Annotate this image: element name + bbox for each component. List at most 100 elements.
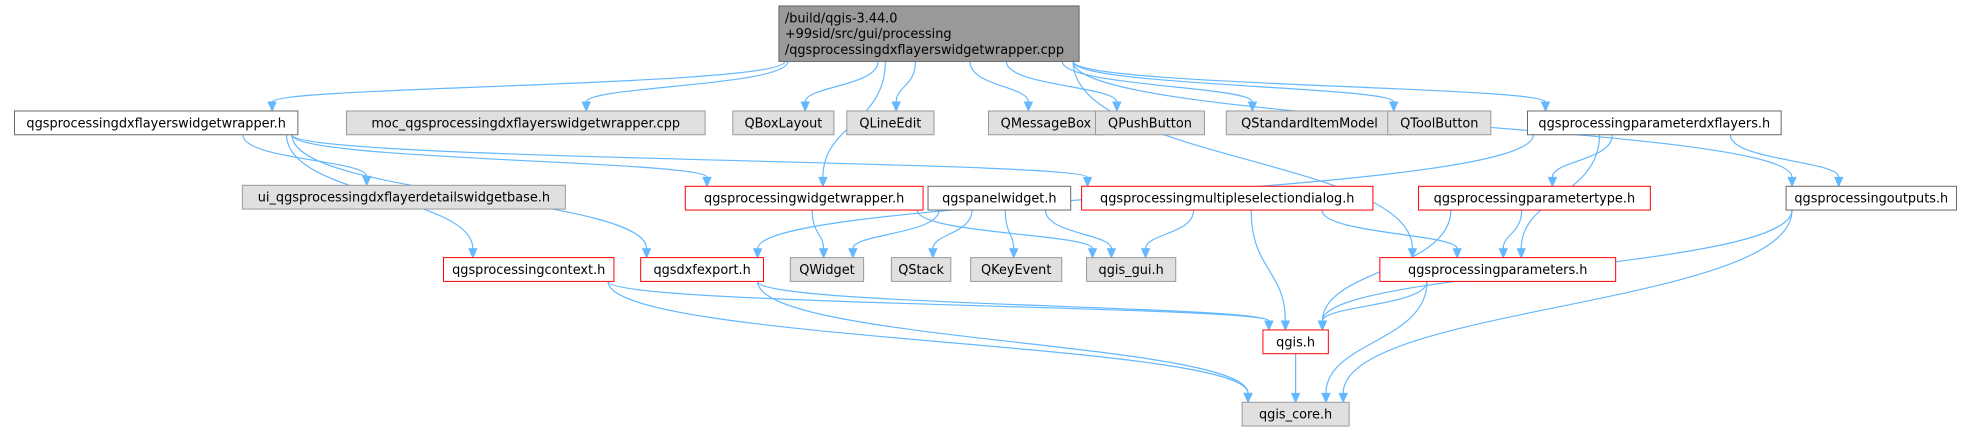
arrowhead (1388, 101, 1399, 113)
node-ui_base[interactable]: ui_qgsprocessingdxflayerdetailswidgetbas… (241, 184, 566, 210)
arrowhead (1338, 392, 1348, 404)
edge-parameters-to-qgis_h (1317, 281, 1428, 332)
arrowhead (1023, 101, 1034, 113)
node-qgis_gui[interactable]: qgis_gui.h (1086, 257, 1177, 282)
node-qmessagebox[interactable]: QMessageBox (987, 110, 1104, 136)
edge-line (1729, 134, 1840, 178)
edge-paramdxflayers-to-outputs (1729, 134, 1844, 188)
node-qwidget[interactable]: QWidget (789, 257, 865, 282)
node-label: qgsprocessingcontext.h (452, 263, 605, 278)
node-box (345, 110, 706, 136)
edge-line (271, 60, 786, 103)
node-qstack[interactable]: QStack (890, 257, 952, 282)
node-box (789, 257, 865, 282)
node-paramdxflayers[interactable]: qgsprocessingparameterdxflayers.h (1526, 110, 1782, 136)
arrowhead (1452, 248, 1462, 259)
node-box (1379, 257, 1617, 282)
edge-line (1144, 210, 1195, 249)
edge-line (1502, 210, 1523, 249)
node-label: qgsprocessingwidgetwrapper.h (704, 192, 904, 207)
edge-line (895, 61, 917, 103)
edge-wrapper_h-to-multisel (291, 134, 1093, 188)
nodes-layer: /build/qgis-3.44.0+99sid/src/gui/process… (13, 5, 1958, 427)
node-dxfexport[interactable]: qgsdxfexport.h (640, 257, 765, 282)
edge-root-to-qpushbutton (1005, 61, 1122, 113)
arrowhead (1087, 248, 1098, 259)
node-box (1081, 185, 1374, 211)
edge-wrapper_h-to-widgetwrapper (291, 134, 712, 188)
node-label: qgsprocessingdxflayerswidgetwrapper.h (26, 116, 286, 131)
node-context[interactable]: qgsprocessingcontext.h (443, 257, 615, 282)
arrowhead (1243, 392, 1253, 404)
edge-line (1250, 210, 1286, 322)
node-box (1526, 110, 1782, 136)
edge-outputs-to-qgis_core (1338, 210, 1793, 404)
arrowhead (1112, 101, 1122, 113)
node-box (890, 257, 952, 282)
node-qlineedit[interactable]: QLineEdit (846, 110, 935, 136)
arrowhead (1540, 101, 1551, 113)
arrowhead (468, 248, 478, 259)
edge-line (607, 281, 1249, 394)
node-box (1387, 110, 1492, 136)
node-label: qgis.h (1276, 335, 1315, 350)
node-box (970, 257, 1063, 282)
arrowhead (1106, 248, 1117, 259)
node-box (1785, 185, 1958, 211)
edge-root-to-qlineedit (891, 61, 917, 113)
node-box (1241, 401, 1350, 427)
edge-context-to-qgis_core (607, 281, 1253, 404)
node-label: qgspanelwidget.h (942, 192, 1056, 207)
edge-line (757, 280, 1270, 322)
arrowhead (1140, 248, 1151, 259)
node-label: QStandardItemModel (1241, 116, 1378, 131)
arrowhead (818, 176, 828, 188)
node-label: /build/qgis-3.44.0 (785, 11, 898, 26)
node-label: QWidget (799, 263, 854, 278)
edge-line (1342, 210, 1793, 394)
arrowhead (818, 248, 829, 259)
node-wrapper_h[interactable]: qgsprocessingdxflayerswidgetwrapper.h (13, 110, 299, 136)
node-widgetwrapper[interactable]: qgsprocessingwidgetwrapper.h (684, 185, 924, 211)
arrowhead (1787, 176, 1797, 188)
node-qboxlayout[interactable]: QBoxLayout (732, 110, 835, 136)
node-label: QStack (898, 263, 944, 278)
node-box (846, 110, 935, 136)
arrowhead (1290, 392, 1301, 404)
node-label: +99sid/src/gui/processing (785, 27, 952, 42)
node-qgis_h[interactable]: qgis.h (1262, 329, 1329, 355)
node-label: qgsprocessingparameterdxflayers.h (1538, 116, 1770, 131)
node-label: qgsprocessingoutputs.h (1794, 192, 1948, 207)
node-parameters[interactable]: qgsprocessingparameters.h (1379, 257, 1617, 282)
node-box (778, 5, 1080, 62)
node-label: qgsprocessingmultipleselectiondialog.h (1100, 192, 1354, 207)
node-label: /qgsprocessingdxflayerswidgetwrapper.cpp (785, 43, 1064, 58)
edge-parameters-to-qgis_core (1321, 281, 1428, 404)
node-qtoolbutton[interactable]: QToolButton (1387, 110, 1492, 136)
edge-root-to-qtoolbutton (1072, 61, 1399, 113)
edge-line (969, 61, 1029, 103)
node-label: ui_qgsprocessingdxflayerdetailswidgetbas… (258, 191, 550, 206)
node-label: QPushButton (1108, 116, 1192, 131)
node-qstandarditemmodel[interactable]: QStandardItemModel (1225, 110, 1394, 136)
arrowhead (1317, 320, 1328, 332)
edge-line (1044, 209, 1112, 249)
edge-root-to-paramdxflayers (1072, 60, 1551, 113)
node-multisel[interactable]: qgsprocessingmultipleselectiondialog.h (1081, 185, 1374, 211)
node-outputs[interactable]: qgsprocessingoutputs.h (1785, 185, 1958, 211)
node-root[interactable]: /build/qgis-3.44.0+99sid/src/gui/process… (778, 5, 1080, 62)
edge-line (1004, 210, 1015, 249)
node-qgis_core[interactable]: qgis_core.h (1241, 401, 1350, 427)
arrowhead (928, 248, 938, 259)
node-qpushbutton[interactable]: QPushButton (1094, 110, 1205, 136)
node-panelwidget[interactable]: qgspanelwidget.h (927, 185, 1072, 211)
edge-line (811, 210, 825, 249)
node-moc[interactable]: moc_qgsprocessingdxflayerswidgetwrapper.… (345, 110, 706, 136)
node-label: moc_qgsprocessingdxflayerswidgetwrapper.… (371, 116, 680, 131)
edge-panelwidget-to-qkeyevent (1004, 210, 1019, 259)
node-qkeyevent[interactable]: QKeyEvent (970, 257, 1063, 282)
node-paramtype[interactable]: qgsprocessingparametertype.h (1417, 185, 1651, 211)
arrowhead (1264, 320, 1274, 332)
edge-multisel-to-qgis_gui (1140, 210, 1195, 259)
node-label: qgis_gui.h (1099, 263, 1164, 278)
